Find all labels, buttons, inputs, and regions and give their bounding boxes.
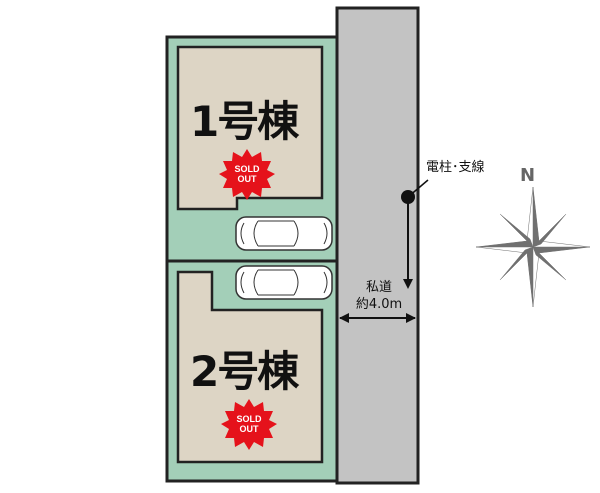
- out-text: OUT: [239, 424, 259, 434]
- north-label: N: [520, 165, 536, 186]
- road: [335, 6, 420, 485]
- utility-pole-label: 電柱･支線: [426, 160, 485, 175]
- house-1-label: 1号棟: [190, 97, 299, 146]
- road-width-dimension: [339, 313, 416, 323]
- sold-burst-2: [221, 399, 277, 450]
- sold-burst-1: [219, 149, 275, 200]
- car-2: [235, 265, 333, 300]
- out-text: OUT: [237, 174, 257, 184]
- sold-out-badge-2: SOLD OUT: [227, 405, 271, 449]
- house-2-label: 2号棟: [190, 347, 299, 396]
- sold-out-badge-1: SOLD OUT: [225, 155, 269, 199]
- house-1-footprint: [176, 45, 324, 211]
- sold-text: SOLD: [234, 164, 260, 174]
- road-name: 私道: [365, 280, 392, 295]
- sold-text: SOLD: [236, 414, 262, 424]
- compass-rose-icon: [475, 186, 591, 308]
- utility-pole-marker: [401, 179, 429, 289]
- car-1: [235, 216, 333, 251]
- house-2-footprint: [176, 270, 324, 464]
- road-width: 約4.0m: [355, 297, 403, 312]
